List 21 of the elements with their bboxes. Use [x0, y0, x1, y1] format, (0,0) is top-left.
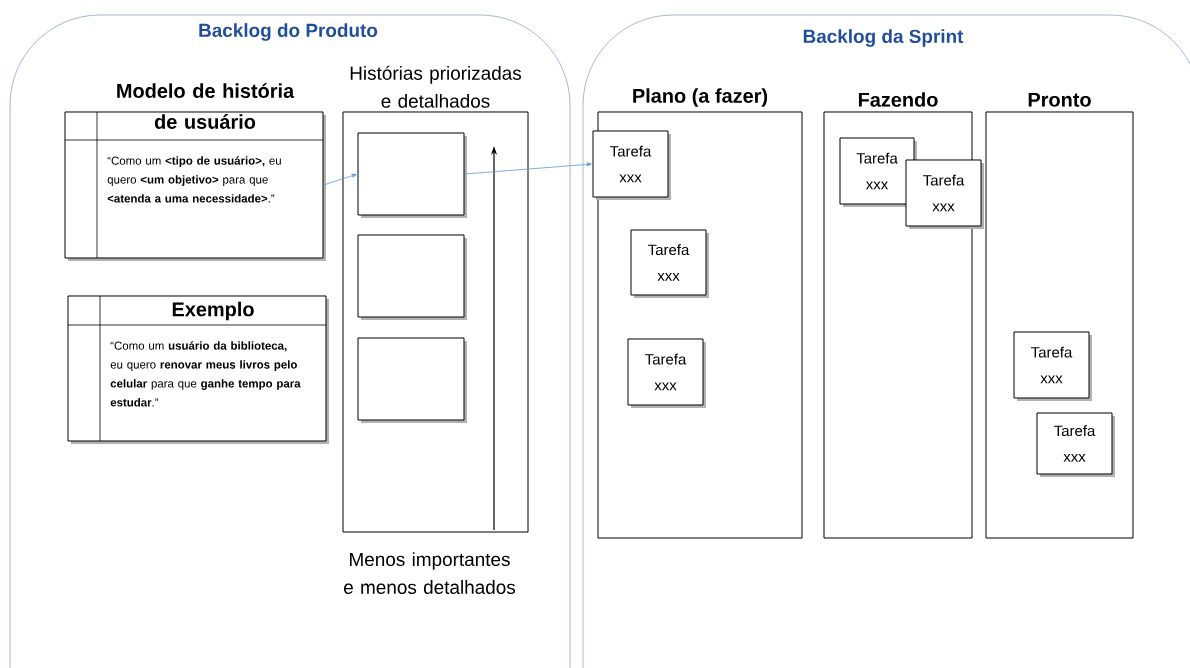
story-box: [357, 132, 467, 218]
task-card: Tarefa xxx: [630, 229, 709, 298]
task-card: Tarefa xxx: [627, 338, 706, 408]
story-box: [357, 234, 467, 320]
task-card: Tarefa xxx: [1036, 412, 1115, 477]
task-card: Tarefa xxx: [905, 159, 984, 229]
task-card: Tarefa xxx: [839, 137, 917, 207]
node-label: Modelo de história: [117, 83, 295, 98]
story-card: Exemplo “Como um usuário da biblioteca, eu quero renovar meus livros pelo celular para que ganhe tempo para estudar.”: [67, 295, 329, 444]
node-label: Fazendo: [858, 92, 938, 107]
task-card: Tarefa xxx: [1013, 331, 1092, 401]
task-card: Tarefa xxx: [592, 130, 671, 200]
arrow: [464, 162, 592, 175]
node-label: Plano (a fazer): [633, 88, 768, 107]
node-label: Pronto: [1028, 92, 1091, 107]
story-card: Modelo de história de usuário “Como um <tipo de usuário>, eu quero <um objetivo> para que <atenda a uma necessidade>.”: [64, 83, 326, 261]
backlog-column: Histórias priorizadas e detalhados: [342, 65, 529, 533]
column-caption: Menos importantes e menos detalhados: [344, 552, 516, 594]
node-label: Histórias priorizadas e detalhados: [350, 65, 522, 108]
arrow: [323, 173, 357, 186]
story-box: [357, 337, 467, 423]
